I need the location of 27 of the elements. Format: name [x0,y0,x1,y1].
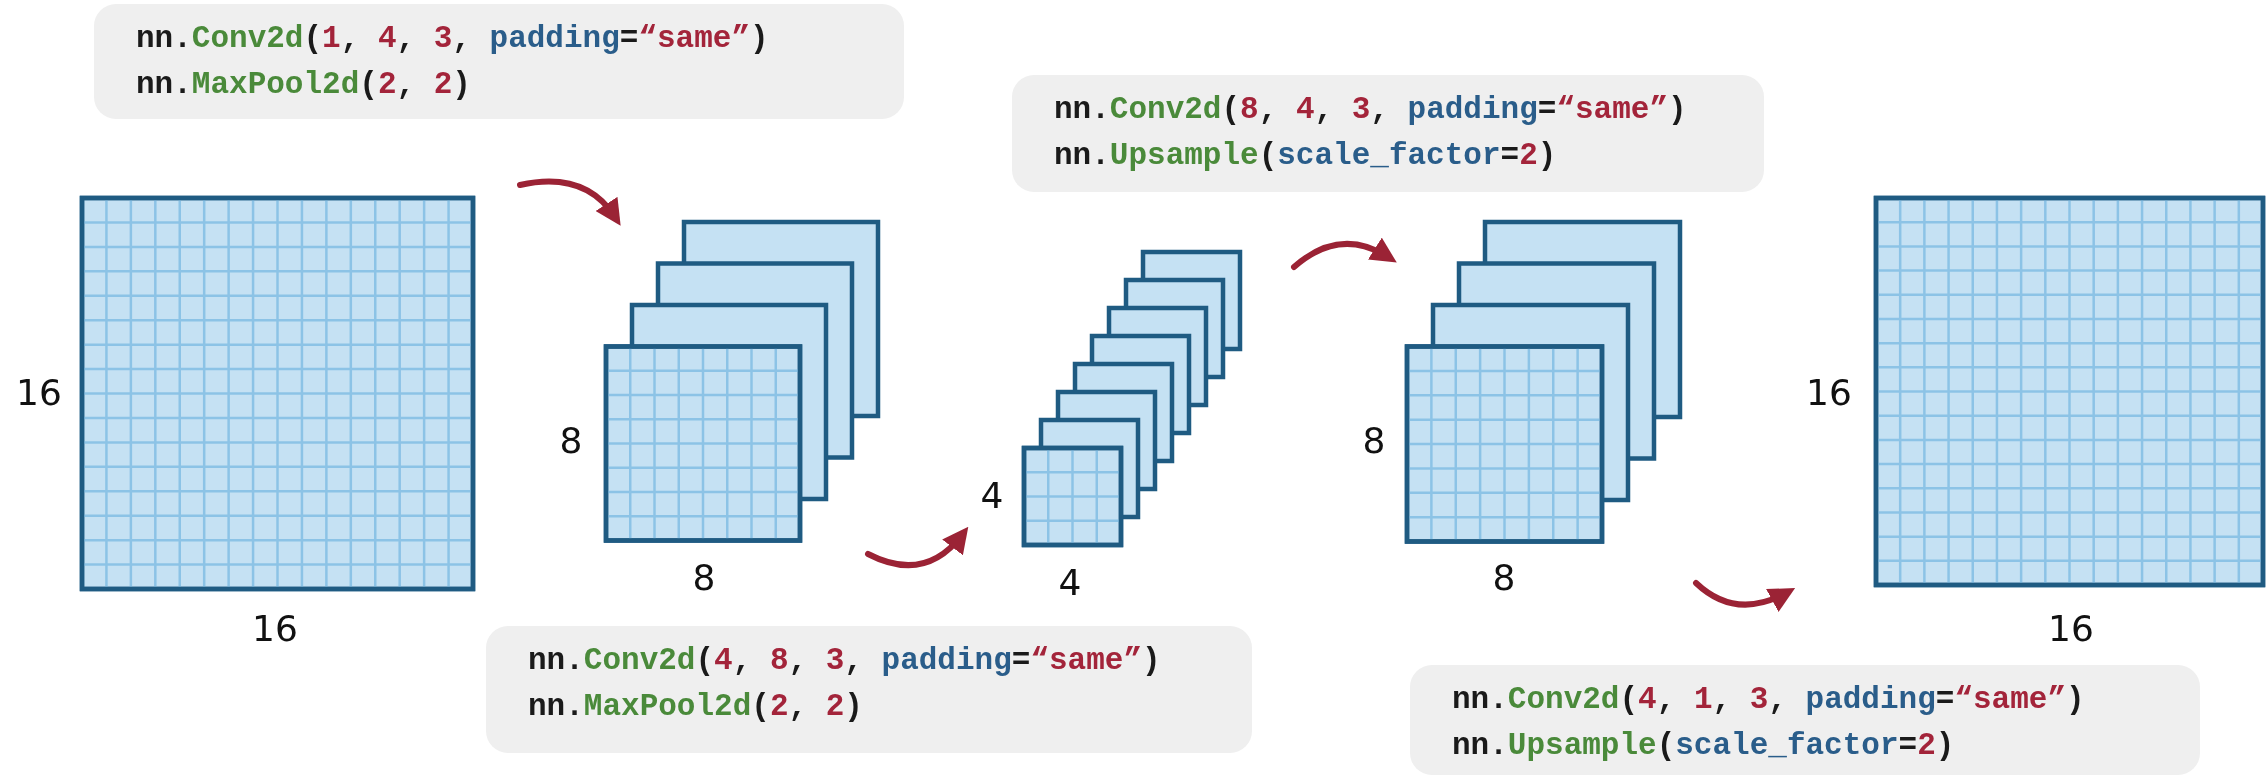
feature-map-stack [1873,195,2266,588]
curved-arrow [865,527,969,569]
code-line: nn.Conv2d(4, 8, 3, padding=“same”) [528,642,1162,680]
curved-arrow [1693,580,1796,612]
code-line: nn.Conv2d(4, 1, 3, padding=“same”) [1452,681,2086,719]
code-line: nn.MaxPool2d(2, 2) [136,66,472,104]
curved-arrow [1291,237,1397,270]
dimension-label: 8 [692,560,716,596]
code-line: nn.Conv2d(8, 4, 3, padding=“same”) [1054,91,1688,129]
dimension-label: 16 [252,611,298,647]
dimension-label: 16 [16,375,62,411]
dimension-label: 8 [1492,560,1516,596]
curved-arrow [517,178,622,226]
code-line: nn.Upsample(scale_factor=2) [1054,137,1558,175]
code-line: nn.MaxPool2d(2, 2) [528,688,864,726]
feature-map-stack [1404,218,1683,544]
dimension-label: 16 [2048,611,2094,647]
dimension-label: 4 [1058,565,1082,601]
dimension-label: 8 [559,423,583,459]
feature-map-stack [79,195,476,592]
dimension-label: 8 [1362,423,1386,459]
feature-map-stack [603,218,881,543]
feature-map-stack [1021,249,1243,548]
dimension-label: 16 [1806,375,1852,411]
dimension-label: 4 [980,478,1004,514]
code-line: nn.Conv2d(1, 4, 3, padding=“same”) [136,20,770,58]
code-line: nn.Upsample(scale_factor=2) [1452,727,1956,765]
